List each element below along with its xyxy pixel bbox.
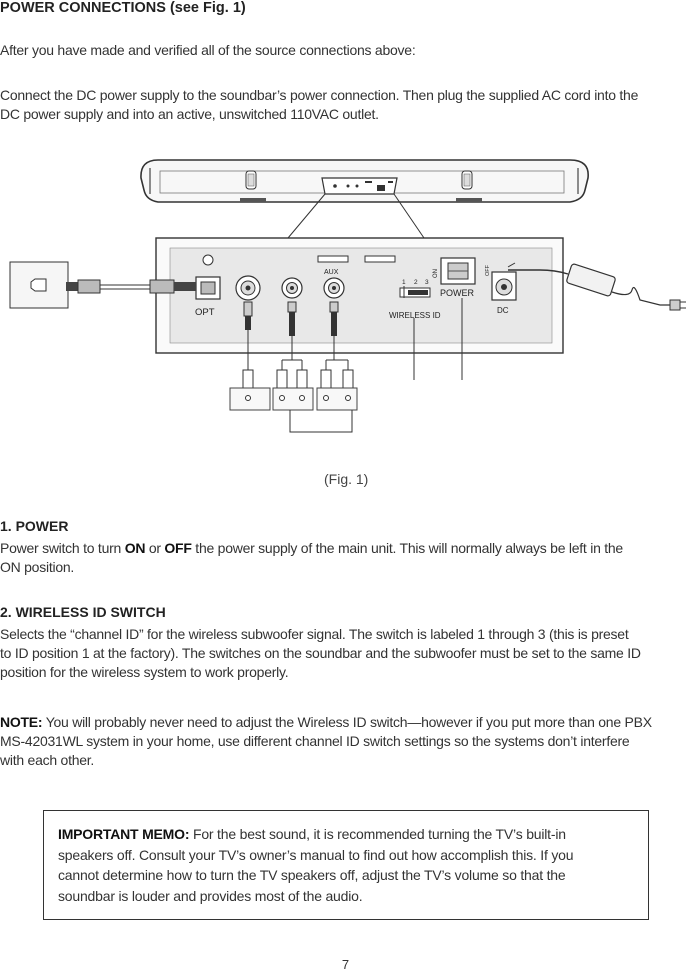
switch-on-label: ON bbox=[433, 269, 439, 278]
wireless-id-label: WIRELESS ID bbox=[389, 311, 441, 320]
power-label: POWER bbox=[440, 288, 475, 298]
note-label: NOTE: bbox=[0, 714, 43, 730]
dc-power-supply bbox=[507, 262, 686, 311]
section-wireless-title: 2. WIRELESS ID SWITCH bbox=[0, 604, 166, 620]
switch-pos-2: 2 bbox=[414, 279, 418, 286]
soundbar-illustration bbox=[140, 159, 589, 203]
connect-paragraph: Connect the DC power supply to the sound… bbox=[0, 86, 690, 124]
memo-line-1: IMPORTANT MEMO: For the best sound, it i… bbox=[58, 826, 566, 842]
section-power-line-2: ON position. bbox=[0, 559, 75, 575]
rca-cables bbox=[229, 301, 358, 433]
intro-paragraph: After you have made and verified all of … bbox=[0, 42, 416, 58]
section-power-line-1: Power switch to turn ON or OFF the power… bbox=[0, 540, 623, 556]
memo-line-3: cannot determine how to turn the TV spea… bbox=[58, 867, 566, 883]
section-wireless-line-3: position for the wireless system to work… bbox=[0, 664, 289, 680]
section-power-body: Power switch to turn ON or OFF the power… bbox=[0, 539, 690, 577]
rear-panel: OPT AUX 1 2 3 ON WIRELESS ID POWER OFF D… bbox=[155, 237, 564, 354]
dc-off-label: OFF bbox=[485, 264, 491, 276]
dc-label: DC bbox=[497, 306, 509, 315]
tv-optical-output bbox=[9, 261, 69, 309]
note-paragraph: NOTE: You will probably never need to ad… bbox=[0, 713, 690, 770]
section-wireless-line-1: Selects the “channel ID” for the wireles… bbox=[0, 626, 629, 642]
note-line-2: MS-42031WL system in your home, use diff… bbox=[0, 733, 630, 749]
connection-diagram: OPT AUX 1 2 3 ON WIRELESS ID POWER OFF D… bbox=[9, 159, 686, 433]
figure-caption: (Fig. 1) bbox=[324, 471, 369, 487]
memo-line-2: speakers off. Consult your TV’s owner’s … bbox=[58, 846, 574, 863]
aux-label: AUX bbox=[324, 269, 339, 276]
section-wireless-body: Selects the “channel ID” for the wireles… bbox=[0, 625, 690, 682]
page-number: 7 bbox=[341, 957, 350, 972]
note-line-1: NOTE: You will probably never need to ad… bbox=[0, 714, 652, 730]
switch-pos-3: 3 bbox=[425, 279, 429, 286]
section-power-title: 1. POWER bbox=[0, 518, 69, 534]
page-heading: POWER CONNECTIONS (see Fig. 1) bbox=[0, 0, 246, 16]
connect-line-1: Connect the DC power supply to the sound… bbox=[0, 87, 639, 103]
memo-label: IMPORTANT MEMO: bbox=[58, 826, 190, 842]
switch-pos-1: 1 bbox=[402, 279, 406, 286]
off-word: OFF bbox=[164, 540, 192, 556]
section-wireless-line-2: to ID position 1 at the factory). The sw… bbox=[0, 645, 641, 661]
optical-cable bbox=[66, 279, 196, 294]
connect-line-2: DC power supply and into an active, unsw… bbox=[0, 106, 379, 122]
important-memo-box: IMPORTANT MEMO: For the best sound, it i… bbox=[43, 810, 649, 920]
important-memo-text: IMPORTANT MEMO: For the best sound, it i… bbox=[58, 824, 638, 906]
on-word: ON bbox=[124, 540, 146, 556]
note-line-3: with each other. bbox=[0, 752, 95, 768]
opt-label: OPT bbox=[195, 307, 215, 318]
memo-line-4: soundbar is louder and provides most of … bbox=[58, 887, 363, 904]
